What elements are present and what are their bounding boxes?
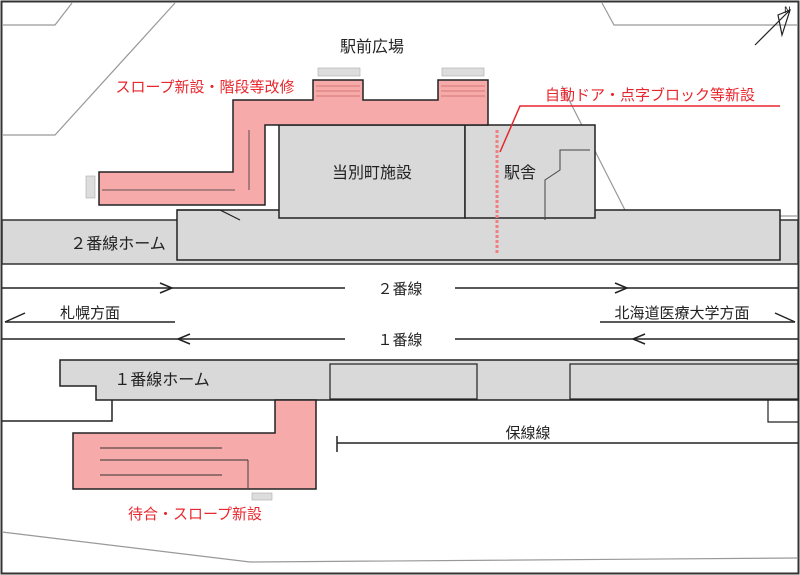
upper-work-label: スロープ新設・階段等改修 <box>115 78 294 96</box>
platform-1-shelter-a <box>329 363 478 400</box>
platform-1-label: １番線ホーム <box>114 370 210 389</box>
north-label: N <box>784 6 791 16</box>
station-building <box>464 124 596 219</box>
door-work-leader-line <box>499 105 780 153</box>
town-facility-building <box>278 124 466 219</box>
door-work-label: 自動ドア・点字ブロック等新設 <box>545 86 755 104</box>
platform-2-label: ２番線ホーム <box>70 234 166 253</box>
track-1-label: １番線 <box>377 331 422 349</box>
upper-slope-renovation <box>98 79 489 206</box>
direction-iryodai-label: 北海道医療大学方面 <box>614 304 749 322</box>
north-arrow-icon <box>754 8 791 46</box>
station-plaza-label: 駅前広場 <box>340 37 404 56</box>
station-building-label: 駅舎 <box>504 163 536 182</box>
lower-work-label: 待合・スロープ新設 <box>128 505 262 523</box>
direction-sapporo-label: 札幌方面 <box>60 304 120 322</box>
maintenance-track-label: 保線線 <box>505 424 550 442</box>
slope-rails <box>100 447 249 488</box>
track-2-label: ２番線 <box>377 280 422 298</box>
stair-treads <box>102 85 485 191</box>
town-facility-label: 当別町施設 <box>332 163 412 182</box>
waiting-room-slope <box>72 399 317 490</box>
tracks <box>2 282 798 452</box>
platform-1-shelter-b <box>569 363 799 400</box>
